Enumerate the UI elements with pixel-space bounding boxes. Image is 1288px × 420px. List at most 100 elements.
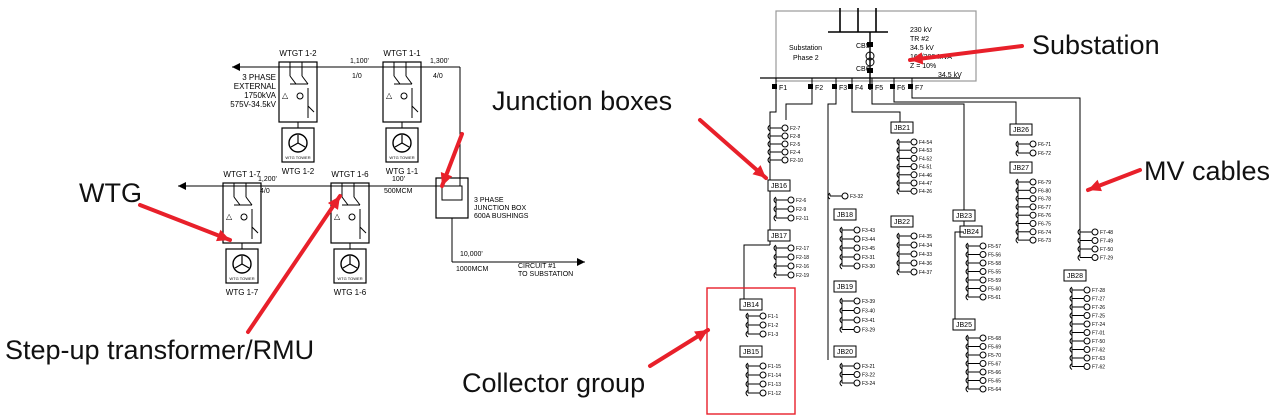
wtgt-title: WTGT 1-1	[383, 49, 421, 58]
cable-loop	[1015, 211, 1019, 219]
wtg-id: F6-80	[1038, 188, 1051, 194]
cable-loop	[965, 242, 969, 250]
wtg-symbol	[979, 285, 987, 292]
callout-step-up-transformer: Step-up transformer/RMU	[5, 335, 315, 365]
feeder-label: F4	[855, 85, 863, 92]
cable-loop	[773, 244, 777, 252]
substation-name: Substation	[789, 45, 822, 52]
cable-size: 500MCM	[384, 188, 413, 195]
wtg-symbol	[1029, 140, 1037, 148]
cable-loop	[965, 377, 969, 384]
wtg-id: F7-27	[1092, 297, 1105, 303]
cable-loop	[767, 124, 771, 132]
wtg-id: F1-2	[768, 323, 779, 329]
wtg-symbol	[1091, 228, 1099, 236]
cable-loop	[1069, 346, 1073, 353]
arrow-mv-cables-head	[1088, 179, 1102, 192]
junction-box	[833, 280, 857, 293]
wtg-symbol	[910, 259, 918, 267]
wtg-symbol	[1029, 178, 1037, 186]
cable-loop	[773, 262, 777, 270]
wire	[301, 75, 309, 85]
cable-loop	[965, 385, 969, 393]
arrow-collector-group-head	[694, 330, 708, 342]
wtg-id: F1-3	[768, 332, 779, 338]
wtg-symbol	[853, 226, 861, 234]
transformer-id: TR #2	[910, 36, 929, 43]
wtg-id: F3-32	[850, 194, 863, 200]
cable-loop	[839, 379, 843, 387]
junction-note: 600A BUSHINGS	[474, 213, 529, 220]
junction-box	[1009, 161, 1033, 174]
wtg-id: F2-6	[796, 198, 807, 204]
wtg-id: F2-18	[796, 255, 809, 261]
circuit-note: CIRCUIT #1	[518, 263, 556, 270]
wtg-symbol	[853, 244, 861, 252]
cable-loop	[1069, 363, 1073, 370]
wtg-id: F3-41	[862, 318, 875, 324]
callout-mv-cables: MV cables	[1144, 156, 1271, 186]
junction-box-label: JB21	[894, 125, 910, 132]
callout-junction-boxes: Junction boxes	[492, 86, 673, 116]
cable-loop	[965, 351, 969, 359]
cable-loop	[896, 187, 900, 195]
wtg-id: F6-79	[1038, 180, 1051, 186]
cable-loop	[839, 262, 843, 270]
wire	[359, 226, 367, 234]
rotor-icon	[288, 133, 308, 153]
wtg-id: F2-8	[790, 134, 801, 140]
wtg-id: F7-49	[1100, 239, 1113, 245]
wire	[297, 142, 306, 148]
wire	[341, 196, 349, 206]
cable-loop	[1077, 245, 1081, 253]
wire	[290, 142, 299, 148]
cable-loop	[773, 214, 777, 222]
transformer-symbol	[865, 57, 875, 67]
wtg-id: F7-24	[1092, 322, 1105, 328]
wtg-symbol	[853, 379, 861, 387]
wtg-symbol	[979, 334, 987, 342]
rotor-icon	[232, 254, 252, 274]
junction-box-label: JB26	[1013, 127, 1029, 134]
arrow-junction-box-left-head	[440, 172, 453, 186]
wtg-symbol	[910, 232, 918, 240]
cable-loop	[839, 307, 843, 314]
arrow-wtg-head	[216, 229, 230, 242]
callout-wtg: WTG	[79, 178, 142, 208]
wtg-symbol	[853, 326, 861, 333]
wtg-symbol	[1083, 286, 1091, 294]
feeder-breaker	[908, 84, 913, 89]
wire	[401, 142, 410, 148]
wtg-label: WTG 1-6	[334, 288, 367, 297]
cable-loop	[839, 371, 843, 378]
wtg-symbol	[1029, 149, 1037, 157]
junction-box-label: JB28	[1067, 273, 1083, 280]
wtg-symbol	[1029, 211, 1037, 219]
wtg-symbol	[853, 297, 861, 305]
wtg-id: F4-51	[919, 165, 932, 171]
cable-loop	[839, 244, 843, 252]
cable-arrow	[232, 63, 240, 71]
cable-loop	[896, 138, 900, 146]
cable-loop	[896, 155, 900, 162]
feeder-breaker	[868, 84, 873, 89]
cable-loop	[896, 163, 900, 170]
wtg-id: F5-60	[988, 287, 1001, 293]
wtg-symbol	[841, 192, 849, 200]
junction-box	[952, 318, 976, 331]
junction-box-label: JB24	[963, 229, 979, 236]
cable-loop	[773, 205, 777, 213]
cable-loop	[896, 250, 900, 258]
delta-symbol: △	[334, 212, 341, 221]
wtg-id: F5-69	[988, 345, 1001, 351]
wtg-id: F5-56	[988, 253, 1001, 259]
wtg-symbol	[910, 241, 918, 249]
cable-loop	[745, 380, 749, 388]
junction-note: JUNCTION BOX	[474, 205, 526, 212]
wtg-symbol	[1083, 295, 1091, 302]
cable-loop	[896, 179, 900, 187]
wtg-symbol	[853, 371, 861, 378]
wire	[405, 75, 413, 85]
transformer-winding	[348, 213, 356, 221]
transformer-note: 575V-34.5kV	[230, 100, 276, 109]
